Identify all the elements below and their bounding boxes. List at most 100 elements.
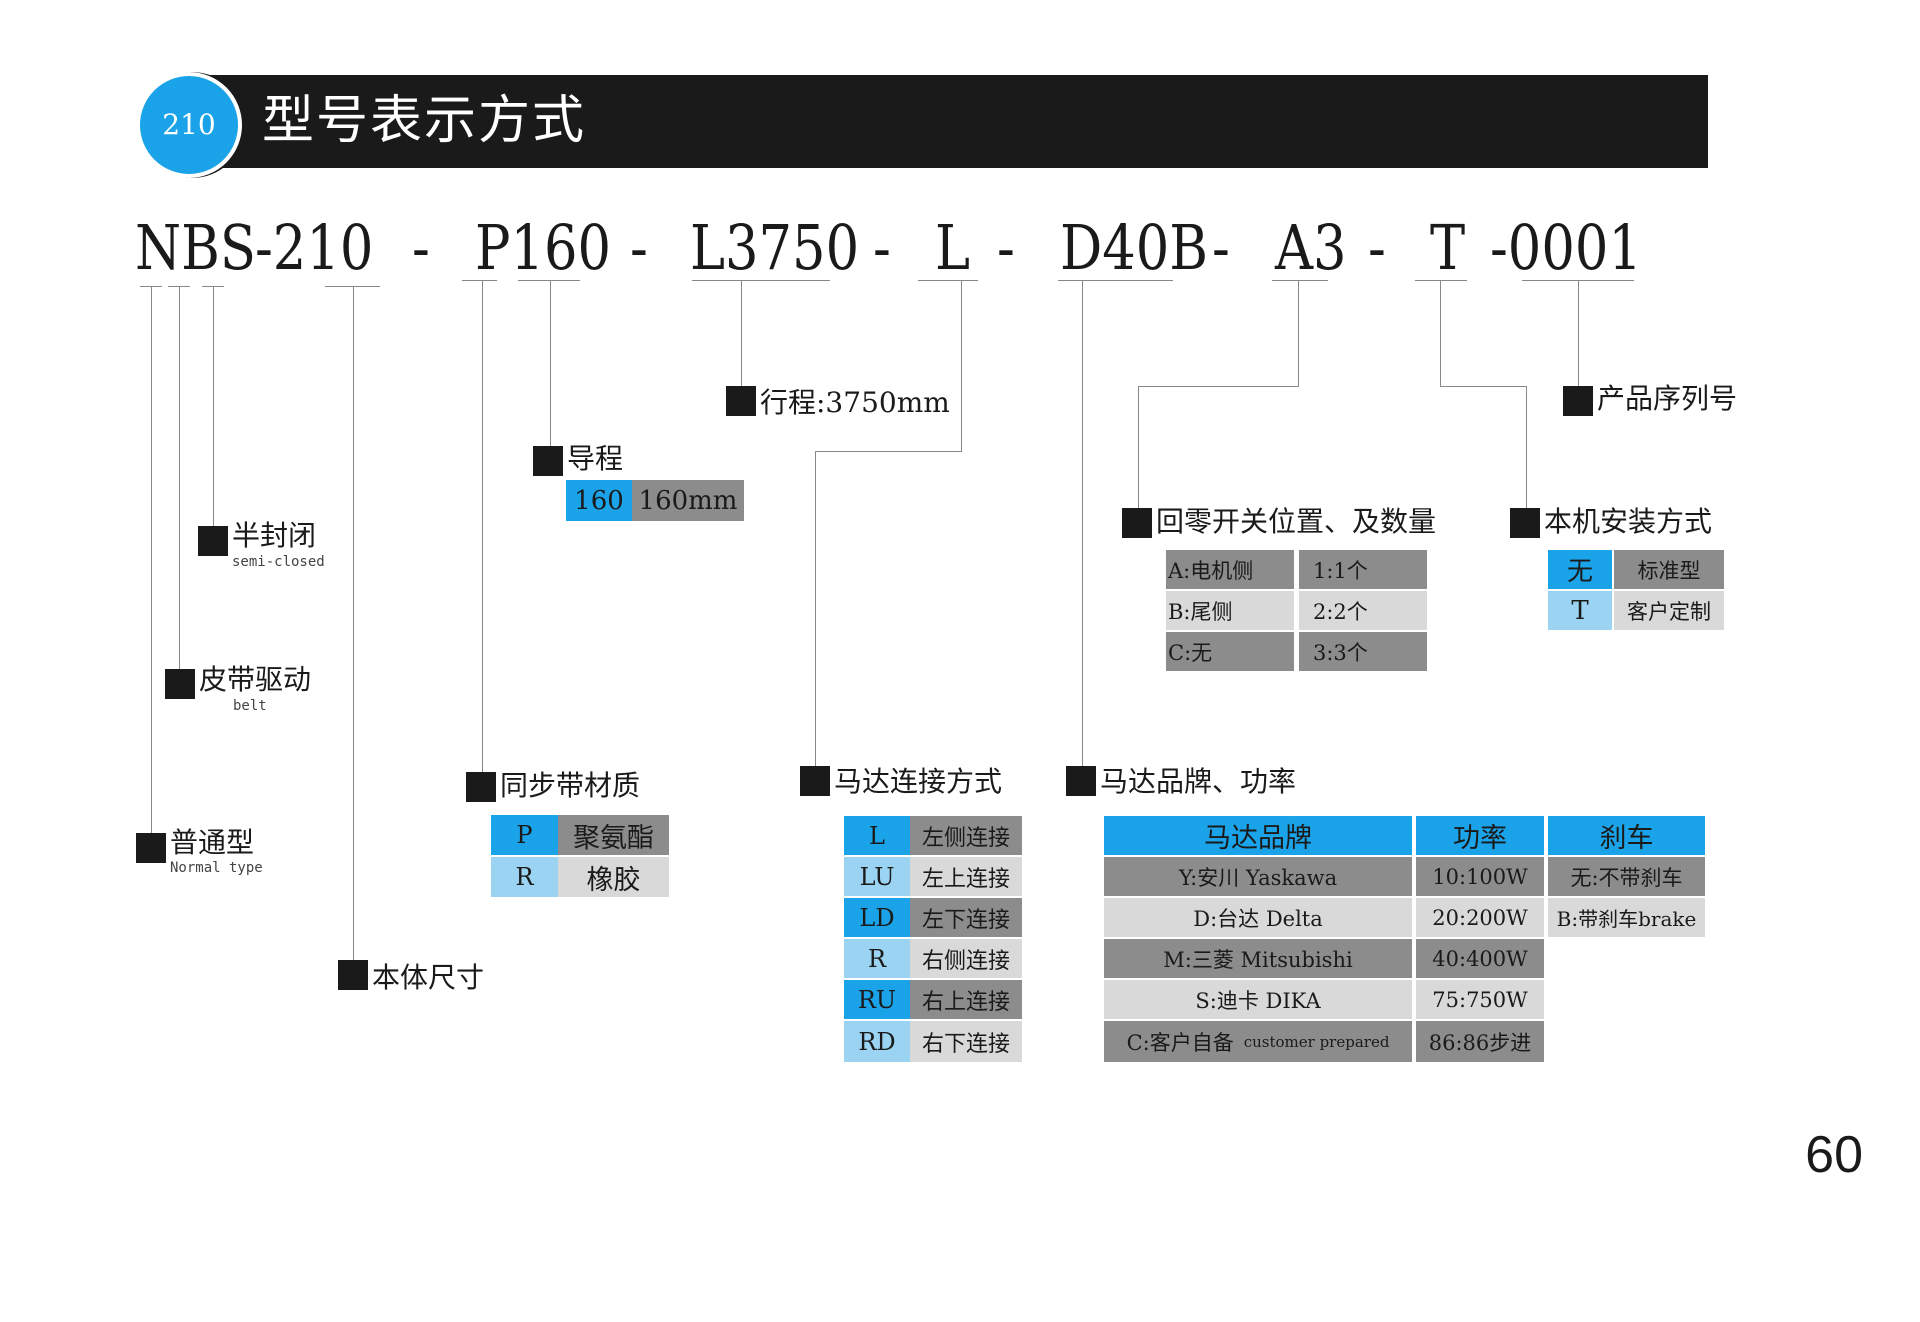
connection-code-cell: LD [844, 898, 910, 937]
motor-brake-cell: 无:不带刹车 [1548, 857, 1705, 896]
label-body-size: 本体尺寸 [372, 961, 485, 994]
label-serial: 产品序列号 [1597, 382, 1738, 415]
code-connection: L [935, 211, 970, 284]
label-motor-connection: 马达连接方式 [834, 765, 1003, 798]
connector-line [1440, 280, 1441, 386]
label-belt-material: 同步带材质 [500, 769, 641, 802]
motor-header-power: 功率 [1416, 816, 1544, 855]
code-mount: T [1430, 211, 1466, 284]
label-motor-brand-power: 马达品牌、功率 [1100, 765, 1297, 798]
bullet-square [136, 833, 166, 863]
belt-value-cell: 聚氨酯 [558, 815, 669, 855]
motor-power-cell: 10:100W [1416, 857, 1544, 896]
connector-line [1138, 386, 1139, 510]
motor-power-cell: 86:86步进 [1416, 1021, 1544, 1062]
connector-line [1440, 386, 1527, 387]
code-motor: D40B [1060, 211, 1209, 284]
connection-value-cell: 左侧连接 [910, 816, 1022, 855]
motor-brand-cell: M:三菱 Mitsubishi [1104, 939, 1412, 978]
code-dash-6: - [1368, 211, 1386, 284]
mount-value-cell: 客户定制 [1614, 591, 1724, 630]
connector-line [353, 286, 354, 962]
connector-line [1578, 280, 1579, 388]
connector-line [1138, 386, 1299, 387]
lead-code-cell: 160 [566, 480, 632, 521]
connection-value-cell: 右上连接 [910, 980, 1022, 1019]
connection-code-cell: R [844, 939, 910, 978]
label-normal-type: 普通型 [170, 826, 255, 859]
mount-code-cell: T [1548, 591, 1612, 630]
underline [1272, 280, 1328, 281]
underline [1415, 280, 1467, 281]
connector-line [179, 286, 180, 676]
home-position-cell: A:电机侧 [1166, 550, 1294, 589]
motor-power-cell: 20:200W [1416, 898, 1544, 937]
bullet-square [533, 446, 563, 476]
motor-brand-last-en: customer prepared [1243, 1032, 1390, 1051]
motor-brand-cell-last: C:客户自备 customer prepared [1104, 1021, 1412, 1062]
underline [692, 280, 830, 281]
connector-line [1082, 280, 1083, 770]
connection-code-cell: RD [844, 1021, 910, 1062]
connector-line [741, 280, 742, 388]
motor-power-cell: 40:400W [1416, 939, 1544, 978]
motor-power-cell: 75:750W [1416, 980, 1544, 1019]
connector-line [961, 280, 962, 451]
code-dash-5: - [1212, 211, 1230, 284]
label-home-switch: 回零开关位置、及数量 [1156, 505, 1437, 538]
motor-header-brake: 刹车 [1548, 816, 1705, 855]
page-badge: 210 [136, 72, 242, 178]
connection-value-cell: 右下连接 [910, 1021, 1022, 1062]
bullet-square [198, 526, 228, 556]
home-position-cell: B:尾侧 [1166, 591, 1294, 630]
motor-brand-cell: Y:安川 Yaskawa [1104, 857, 1412, 896]
connector-line [213, 286, 214, 534]
motor-brand-last-zh: C:客户自备 [1126, 1030, 1234, 1055]
bullet-square [466, 772, 496, 802]
connector-line [815, 451, 816, 771]
connection-value-cell: 左下连接 [910, 898, 1022, 937]
belt-code-cell: P [491, 815, 558, 855]
bullet-square [165, 669, 195, 699]
motor-brand-cell: D:台达 Delta [1104, 898, 1412, 937]
label-belt-drive: 皮带驱动 [199, 663, 312, 696]
home-count-cell: 1:1个 [1299, 550, 1427, 589]
connector-line [550, 280, 551, 450]
page-number: 60 [1805, 1126, 1863, 1184]
page-badge-text: 210 [162, 108, 216, 141]
bullet-square [726, 386, 756, 416]
underline [1058, 280, 1173, 281]
home-count-cell: 2:2个 [1299, 591, 1427, 630]
code-size: -210 [255, 211, 374, 284]
label-semi-closed-en: semi-closed [232, 554, 325, 570]
code-dash-3: - [873, 211, 891, 284]
connector-line [1526, 386, 1527, 510]
header-bar [200, 75, 1708, 168]
connector-line [482, 280, 483, 772]
label-stroke: 行程:3750mm [760, 386, 950, 419]
bullet-square [1510, 508, 1540, 538]
code-dash-1: - [412, 211, 430, 284]
label-normal-type-en: Normal type [170, 860, 263, 876]
connection-value-cell: 左上连接 [910, 857, 1022, 896]
code-dash-2: - [630, 211, 648, 284]
underline [325, 286, 380, 287]
code-lead: P160 [475, 211, 612, 284]
connection-code-cell: LU [844, 857, 910, 896]
home-position-cell: C:无 [1166, 632, 1294, 671]
belt-value-cell: 橡胶 [558, 857, 669, 897]
label-semi-closed: 半封闭 [232, 519, 317, 552]
label-mounting: 本机安装方式 [1544, 505, 1713, 538]
bullet-square [1122, 508, 1152, 538]
bullet-square [1066, 766, 1096, 796]
connection-value-cell: 右侧连接 [910, 939, 1022, 978]
motor-header-brand: 马达品牌 [1104, 816, 1412, 855]
connector-line [1298, 280, 1299, 386]
home-count-cell: 3:3个 [1299, 632, 1427, 671]
code-nbs: NBS [135, 211, 256, 284]
bullet-square [800, 766, 830, 796]
code-home: A3 [1275, 211, 1347, 284]
connector-line [151, 286, 152, 853]
code-serial: -0001 [1490, 211, 1642, 284]
code-stroke: L3750 [690, 211, 860, 284]
